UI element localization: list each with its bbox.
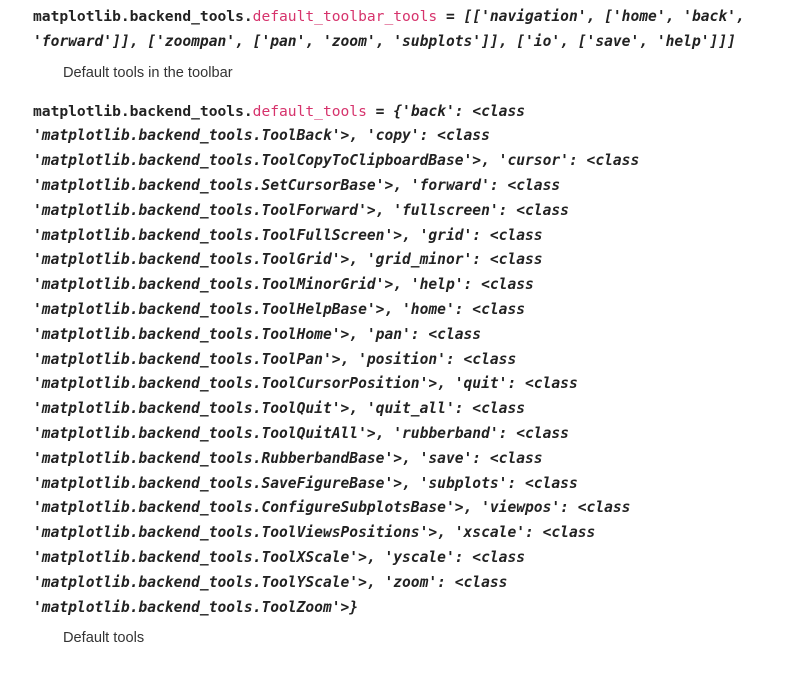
module-prefix: matplotlib.backend_tools. xyxy=(33,102,253,120)
signature-line: 'matplotlib.backend_tools.ToolBack'>, 'c… xyxy=(33,127,490,145)
signature-line: 'matplotlib.backend_tools.ToolXScale'>, … xyxy=(33,548,526,566)
signature-line: 'matplotlib.backend_tools.ToolViewsPosit… xyxy=(33,524,596,542)
default-toolbar-tools-signature: matplotlib.backend_tools.default_toolbar… xyxy=(33,5,793,55)
signature-line: 'matplotlib.backend_tools.ToolQuit'>, 'q… xyxy=(33,400,526,418)
signature-line: 'matplotlib.backend_tools.RubberbandBase… xyxy=(33,449,543,467)
signature-line: 'matplotlib.backend_tools.ToolCopyToClip… xyxy=(33,152,640,170)
signature-line: 'matplotlib.backend_tools.SetCursorBase'… xyxy=(33,176,561,194)
signature-line: 'matplotlib.backend_tools.SaveFigureBase… xyxy=(33,474,578,492)
signature-line: 'matplotlib.backend_tools.ToolHelpBase'>… xyxy=(33,300,526,318)
signature-line: 'matplotlib.backend_tools.ToolHome'>, 'p… xyxy=(33,325,482,343)
module-prefix: matplotlib.backend_tools. xyxy=(33,8,253,25)
signature-line: 'matplotlib.backend_tools.ToolYScale'>, … xyxy=(33,573,508,591)
documentation-content: matplotlib.backend_tools.default_toolbar… xyxy=(33,5,793,649)
attribute-name[interactable]: default_tools xyxy=(252,102,367,120)
signature-line: matplotlib.backend_tools.default_toolbar… xyxy=(33,5,793,30)
signature-line: 'matplotlib.backend_tools.ConfigureSubpl… xyxy=(33,499,631,517)
signature-line: 'matplotlib.backend_tools.ToolZoom'>} xyxy=(33,598,359,616)
attribute-value: = {'back': <class xyxy=(366,102,526,120)
signature-line: 'matplotlib.backend_tools.ToolMinorGrid'… xyxy=(33,276,534,294)
signature-line: matplotlib.backend_tools.default_tools =… xyxy=(33,100,793,125)
default-tools-entry: matplotlib.backend_tools.default_tools =… xyxy=(33,100,793,650)
signature-line: 'matplotlib.backend_tools.ToolPan'>, 'po… xyxy=(33,350,517,368)
signature-line: 'matplotlib.backend_tools.ToolGrid'>, 'g… xyxy=(33,251,543,269)
default-tools-description: Default tools xyxy=(63,630,145,647)
signature-line: 'matplotlib.backend_tools.ToolQuitAll'>,… xyxy=(33,424,569,442)
attribute-value: = [['navigation', ['home', 'back', xyxy=(437,8,745,25)
signature-line: 'matplotlib.backend_tools.ToolForward'>,… xyxy=(33,201,569,219)
signature-line: 'matplotlib.backend_tools.ToolFullScreen… xyxy=(33,226,543,244)
signature-line: 'matplotlib.backend_tools.ToolCursorPosi… xyxy=(33,375,578,393)
signature-line: 'forward']], ['zoompan', ['pan', 'zoom',… xyxy=(33,32,736,50)
default-toolbar-tools-description: Default tools in the toolbar xyxy=(63,64,233,81)
attribute-name[interactable]: default_toolbar_tools xyxy=(252,8,438,25)
default-tools-signature: matplotlib.backend_tools.default_tools =… xyxy=(33,100,793,621)
default-toolbar-tools-entry: matplotlib.backend_tools.default_toolbar… xyxy=(33,5,793,84)
